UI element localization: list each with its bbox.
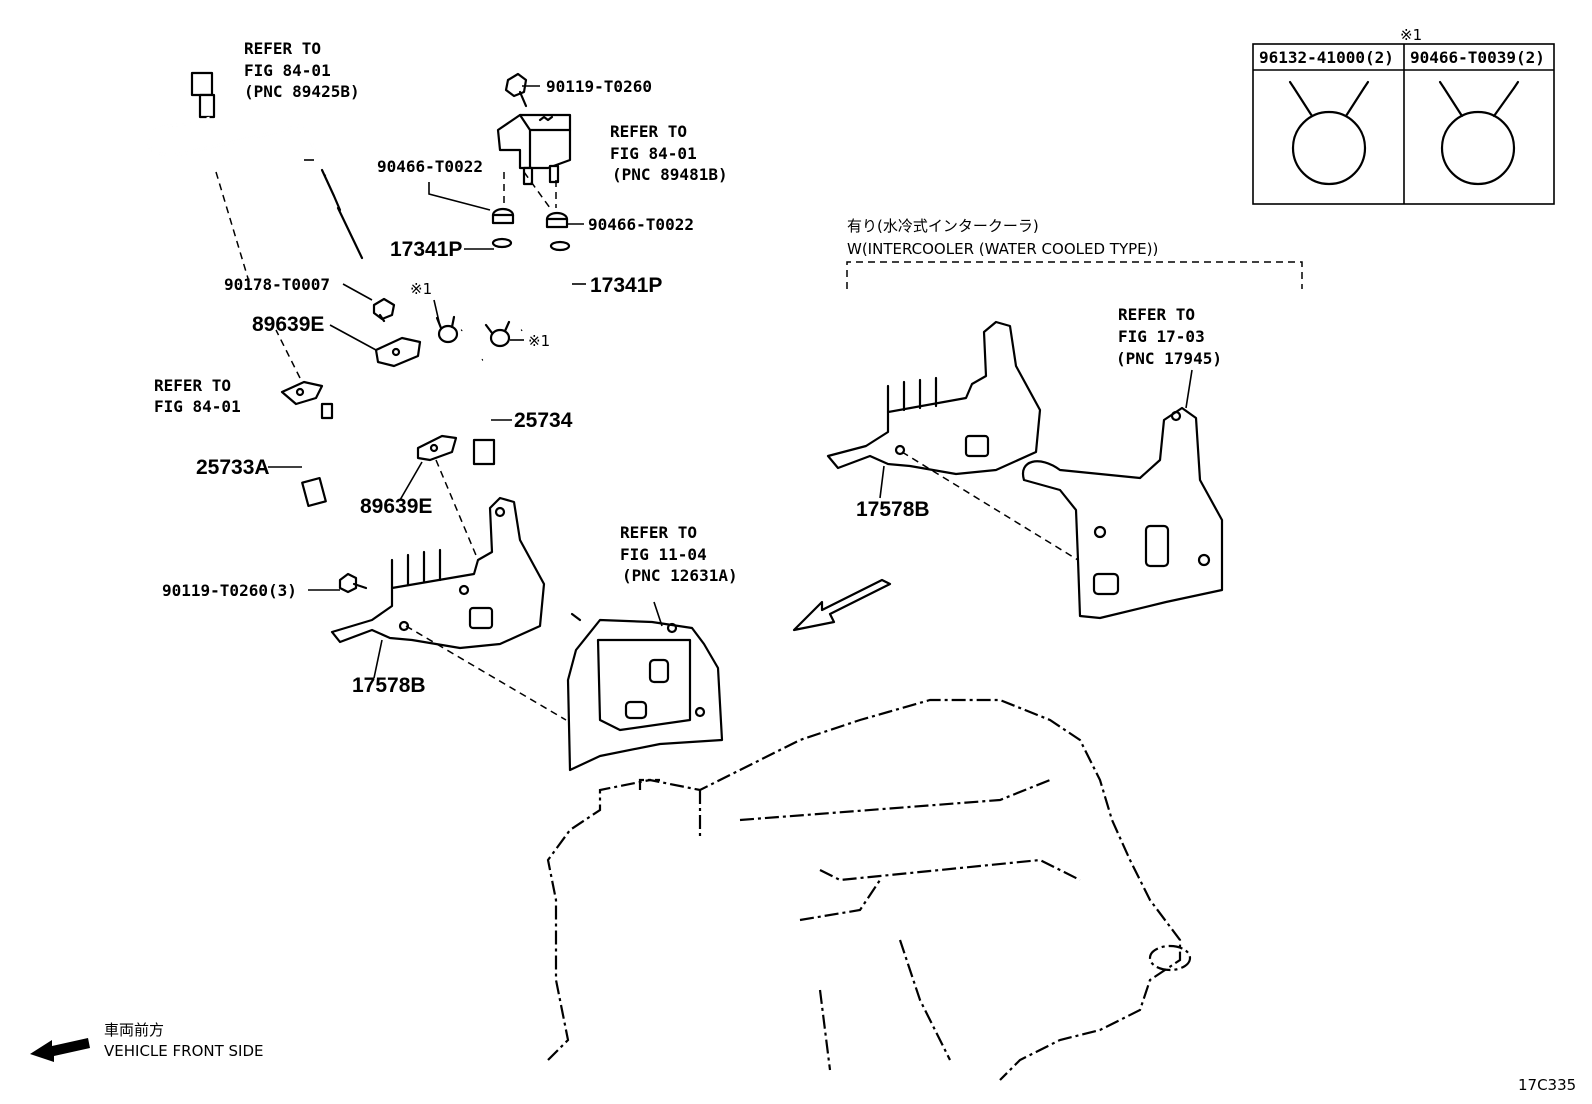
temperature-sensor-icon — [146, 71, 364, 260]
direction-arrow-icon — [792, 578, 892, 632]
ref-89425b: REFER TO FIG 84-01 (PNC 89425B) — [244, 39, 360, 101]
bracket-icon — [374, 336, 422, 368]
kit-mark: ※1 — [528, 332, 550, 350]
bolt-icon — [338, 572, 368, 594]
pipe-icon — [301, 359, 480, 508]
kit-table: ※1 96132-41000(2) 90466-T0039(2) — [1252, 26, 1555, 205]
ref-line: REFER TO — [154, 376, 231, 395]
ref-line: (PNC 89425B) — [244, 82, 360, 101]
bracket-icon — [416, 434, 458, 462]
part-label: 17578B — [856, 498, 930, 521]
ref-fig-84-01: REFER TO FIG 84-01 — [154, 376, 241, 416]
ref-line: REFER TO — [1118, 305, 1195, 324]
front-side-en: VEHICLE FRONT SIDE — [104, 1042, 264, 1060]
part-label: 89639E — [252, 313, 324, 336]
intercooler-note-jp: 有り(水冷式インタークーラ) — [847, 217, 1039, 235]
bracket-17578b-icon — [826, 320, 1042, 476]
intercooler-note-en: W(INTERCOOLER (WATER COOLED TYPE)) — [847, 240, 1158, 258]
bracket-17945-icon — [1021, 406, 1224, 620]
ref-line: (PNC 17945) — [1116, 349, 1222, 368]
ref-line: FIG 84-01 — [154, 397, 241, 416]
part-label: 17578B — [352, 674, 426, 697]
hose-icon — [457, 237, 513, 336]
part-label: 90466-T0022 — [377, 157, 483, 176]
ref-line: (PNC 89481B) — [612, 165, 728, 184]
engine-outline — [546, 698, 1192, 1081]
clamp-icon — [435, 315, 459, 344]
part-label: 17341P — [590, 274, 662, 297]
part-label: 90119-T0260(3) — [162, 581, 297, 600]
illustration-id: 17C335 — [1518, 1076, 1576, 1094]
ref-89481b: REFER TO FIG 84-01 (PNC 89481B) — [610, 122, 728, 184]
part-label: 89639E — [360, 495, 432, 518]
front-side-jp: 車両前方 — [104, 1021, 164, 1039]
bracket-17578b-icon — [330, 496, 546, 650]
clamp-icon — [1288, 80, 1370, 186]
intercooler-note: 有り(水冷式インタークーラ) W(INTERCOOLER (WATER COOL… — [846, 217, 1303, 289]
part-label: 90466-T0022 — [588, 215, 694, 234]
ref-12631a: REFER TO FIG 11-04 (PNC 12631A) — [620, 523, 738, 585]
kit-mark: ※1 — [410, 280, 432, 298]
ref-line: FIG 11-04 — [620, 545, 707, 564]
ref-17945: REFER TO FIG 17-03 (PNC 17945) — [1116, 305, 1222, 368]
ref-line: REFER TO — [244, 39, 321, 58]
pipe-icon — [408, 357, 496, 466]
ref-line: FIG 84-01 — [610, 144, 697, 163]
kit-mark: ※1 — [1400, 26, 1422, 44]
hose-icon — [518, 240, 571, 336]
install-lines — [215, 171, 1079, 721]
engine-bracket-icon — [566, 612, 724, 772]
hose-cap-icon — [491, 207, 515, 225]
part-label: 25734 — [514, 409, 573, 432]
ref-line: FIG 17-03 — [1118, 327, 1205, 346]
clamp-icon — [1438, 80, 1520, 186]
ref-line: (PNC 12631A) — [622, 566, 738, 585]
clip-icon — [372, 297, 396, 323]
pressure-sensor-icon — [496, 113, 572, 186]
front-arrow-icon — [30, 1038, 90, 1062]
bolt-icon — [504, 72, 528, 108]
kit-col-1: 96132-41000(2) — [1259, 48, 1394, 67]
part-label: 90178-T0007 — [224, 275, 330, 294]
part-label: 17341P — [390, 238, 462, 261]
part-label: 90119-T0260 — [546, 77, 652, 96]
ref-line: FIG 84-01 — [244, 61, 331, 80]
kit-col-2: 90466-T0039(2) — [1410, 48, 1545, 67]
front-side-indicator: 車両前方 VEHICLE FRONT SIDE — [30, 1021, 264, 1062]
bracket-icon — [280, 380, 324, 406]
leader-lines — [268, 85, 1193, 679]
ref-line: REFER TO — [620, 523, 697, 542]
part-label: 25733A — [196, 456, 270, 479]
hose-cap-icon — [545, 211, 569, 229]
clamp-icon — [484, 320, 511, 348]
ref-line: REFER TO — [610, 122, 687, 141]
